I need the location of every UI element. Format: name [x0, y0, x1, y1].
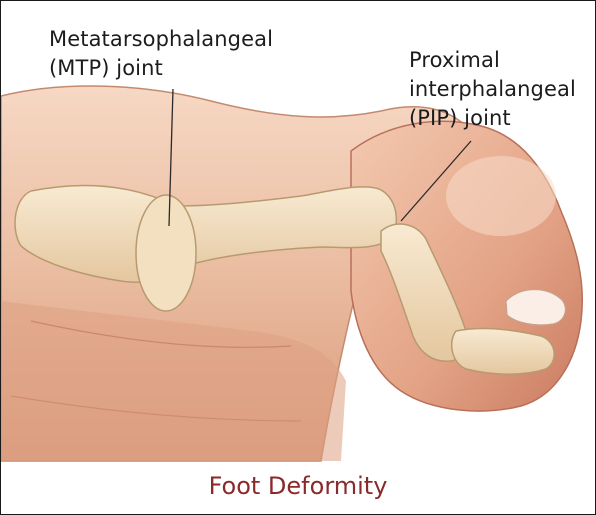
toe-highlight — [446, 156, 556, 236]
pip-joint-label: Proximal interphalangeal (PIP) joint — [409, 46, 576, 133]
figure-caption: Foot Deformity — [1, 471, 595, 501]
mtp-head — [136, 195, 196, 311]
distal-phalanx — [452, 329, 555, 375]
mtp-joint-label: Metatarsophalangeal (MTP) joint — [49, 25, 273, 83]
